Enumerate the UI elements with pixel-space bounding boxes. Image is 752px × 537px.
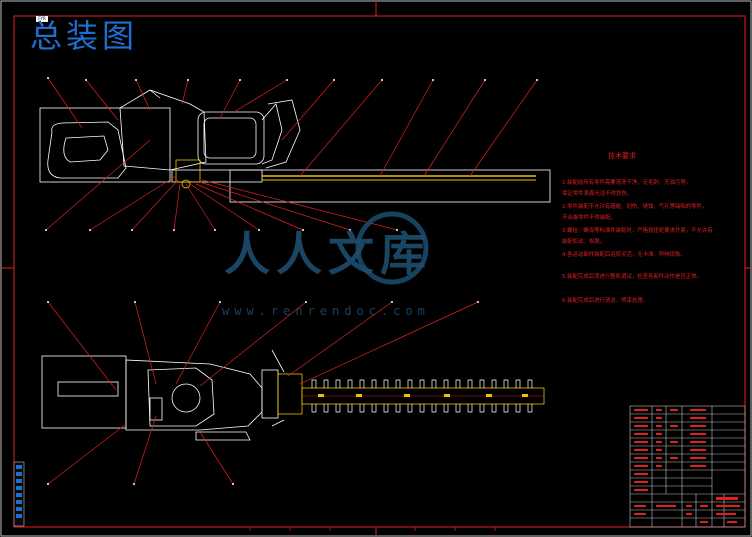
front-guard <box>261 103 283 165</box>
requirement-line: 保证零件表面光洁不得划伤。 <box>562 191 633 197</box>
top-leader-lines <box>45 77 538 231</box>
watermark-ring <box>355 211 429 285</box>
plan-gearhead <box>277 373 303 415</box>
requirement-line: 不合格零件不得装配。 <box>562 215 616 221</box>
housing-outline <box>39 107 171 183</box>
blade-guard-box <box>229 169 551 203</box>
title-block-marks <box>634 409 740 523</box>
plan-engine <box>125 359 263 431</box>
requirement-line: 5.装配完成后须进行整机调试，检查各部件动作是否正常。 <box>562 274 702 280</box>
fuel-tank <box>197 111 265 165</box>
engine-cover <box>119 89 207 171</box>
plan-fuel-cap <box>171 383 201 413</box>
bottom-leader-dots <box>47 301 479 485</box>
plan-view-assembly <box>41 349 545 441</box>
drawing-title: 总装图 <box>30 17 139 55</box>
requirement-line: 6.装配完成后进行清洁、喷漆处理。 <box>562 298 649 304</box>
sheet-tag-text: FYR <box>38 16 46 21</box>
front-view-assembly <box>39 89 551 203</box>
title-block <box>629 405 746 528</box>
watermark-logo: 人人文库 <box>224 227 432 281</box>
bottom-leader-lines <box>47 301 479 485</box>
requirement-line: 4.各运动部件装配后运转灵活，无卡滞、异响现象。 <box>562 252 686 258</box>
inner-frame <box>13 15 746 528</box>
plan-guard-plate <box>261 369 279 419</box>
rear-handle <box>47 121 127 179</box>
plan-housing <box>41 355 127 429</box>
left-edge-block <box>13 461 25 527</box>
handle-grip <box>63 135 109 163</box>
watermark-url: www.renrendoc.com <box>222 304 430 318</box>
requirement-line: 3.螺栓、螺母等标准件装配时，严格按扭矩要求拧紧，不允许有 <box>562 228 713 234</box>
plan-support <box>195 431 251 441</box>
requirement-line: 1.装配前所有零件需要清洗干净，无毛刺、无油污等。 <box>562 180 692 186</box>
requirements-title: 技术要求 <box>608 152 636 160</box>
requirement-line: 2.零件装配不允许有磕碰、划伤、锈蚀、气孔等缺陷的零件， <box>562 204 708 210</box>
plan-blade-rivets <box>318 394 528 397</box>
top-leader-dots <box>45 77 538 231</box>
plan-blade-teeth <box>311 379 533 413</box>
sheet-tag: FYR <box>36 16 48 22</box>
bottom-scale <box>249 527 496 531</box>
requirement-line: 装配松动、松脱。 <box>562 239 606 245</box>
